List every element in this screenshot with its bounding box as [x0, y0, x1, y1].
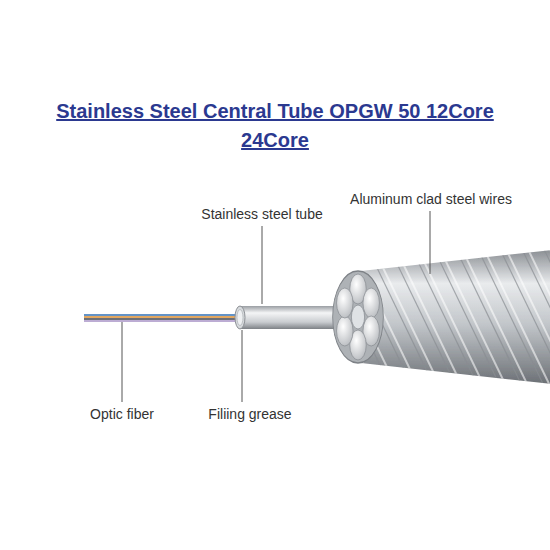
part-label: Aluminum clad steel wires — [349, 191, 513, 207]
optic-fibers — [84, 315, 242, 321]
title: Stainless Steel Central Tube OPGW 50 12C… — [55, 97, 495, 155]
part-label: Optic fiber — [89, 406, 155, 422]
leader-lines — [122, 211, 430, 402]
part-label: Stainless steel tube — [200, 206, 323, 222]
part-label: Filiing grease — [207, 406, 292, 422]
cable-end-face — [333, 271, 384, 363]
wire-strands — [300, 245, 550, 390]
